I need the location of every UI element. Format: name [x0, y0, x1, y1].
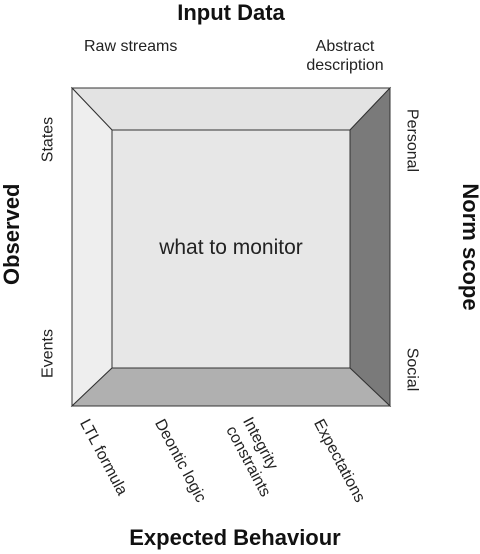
raw-streams-label: Raw streams — [84, 38, 178, 55]
observed-title: Observed — [0, 183, 24, 286]
right-face — [349, 86, 391, 408]
abstract-description-label: Abstract description — [300, 37, 390, 75]
input-data-title: Input Data — [177, 0, 285, 25]
center-label: what to monitor — [159, 236, 303, 259]
abstract-line1: Abstract — [315, 38, 375, 55]
norm-scope-title: Norm scope — [458, 183, 480, 311]
personal-label: Personal — [403, 108, 421, 173]
top-face — [70, 87, 392, 131]
center-face — [111, 129, 351, 369]
bottom-face — [70, 367, 392, 407]
left-face — [71, 86, 113, 408]
expected-behaviour-title: Expected Behaviour — [129, 525, 341, 550]
events-label: Events — [39, 329, 57, 378]
social-label: Social — [403, 347, 421, 392]
states-label: States — [39, 116, 57, 163]
abstract-line2: description — [306, 57, 384, 74]
